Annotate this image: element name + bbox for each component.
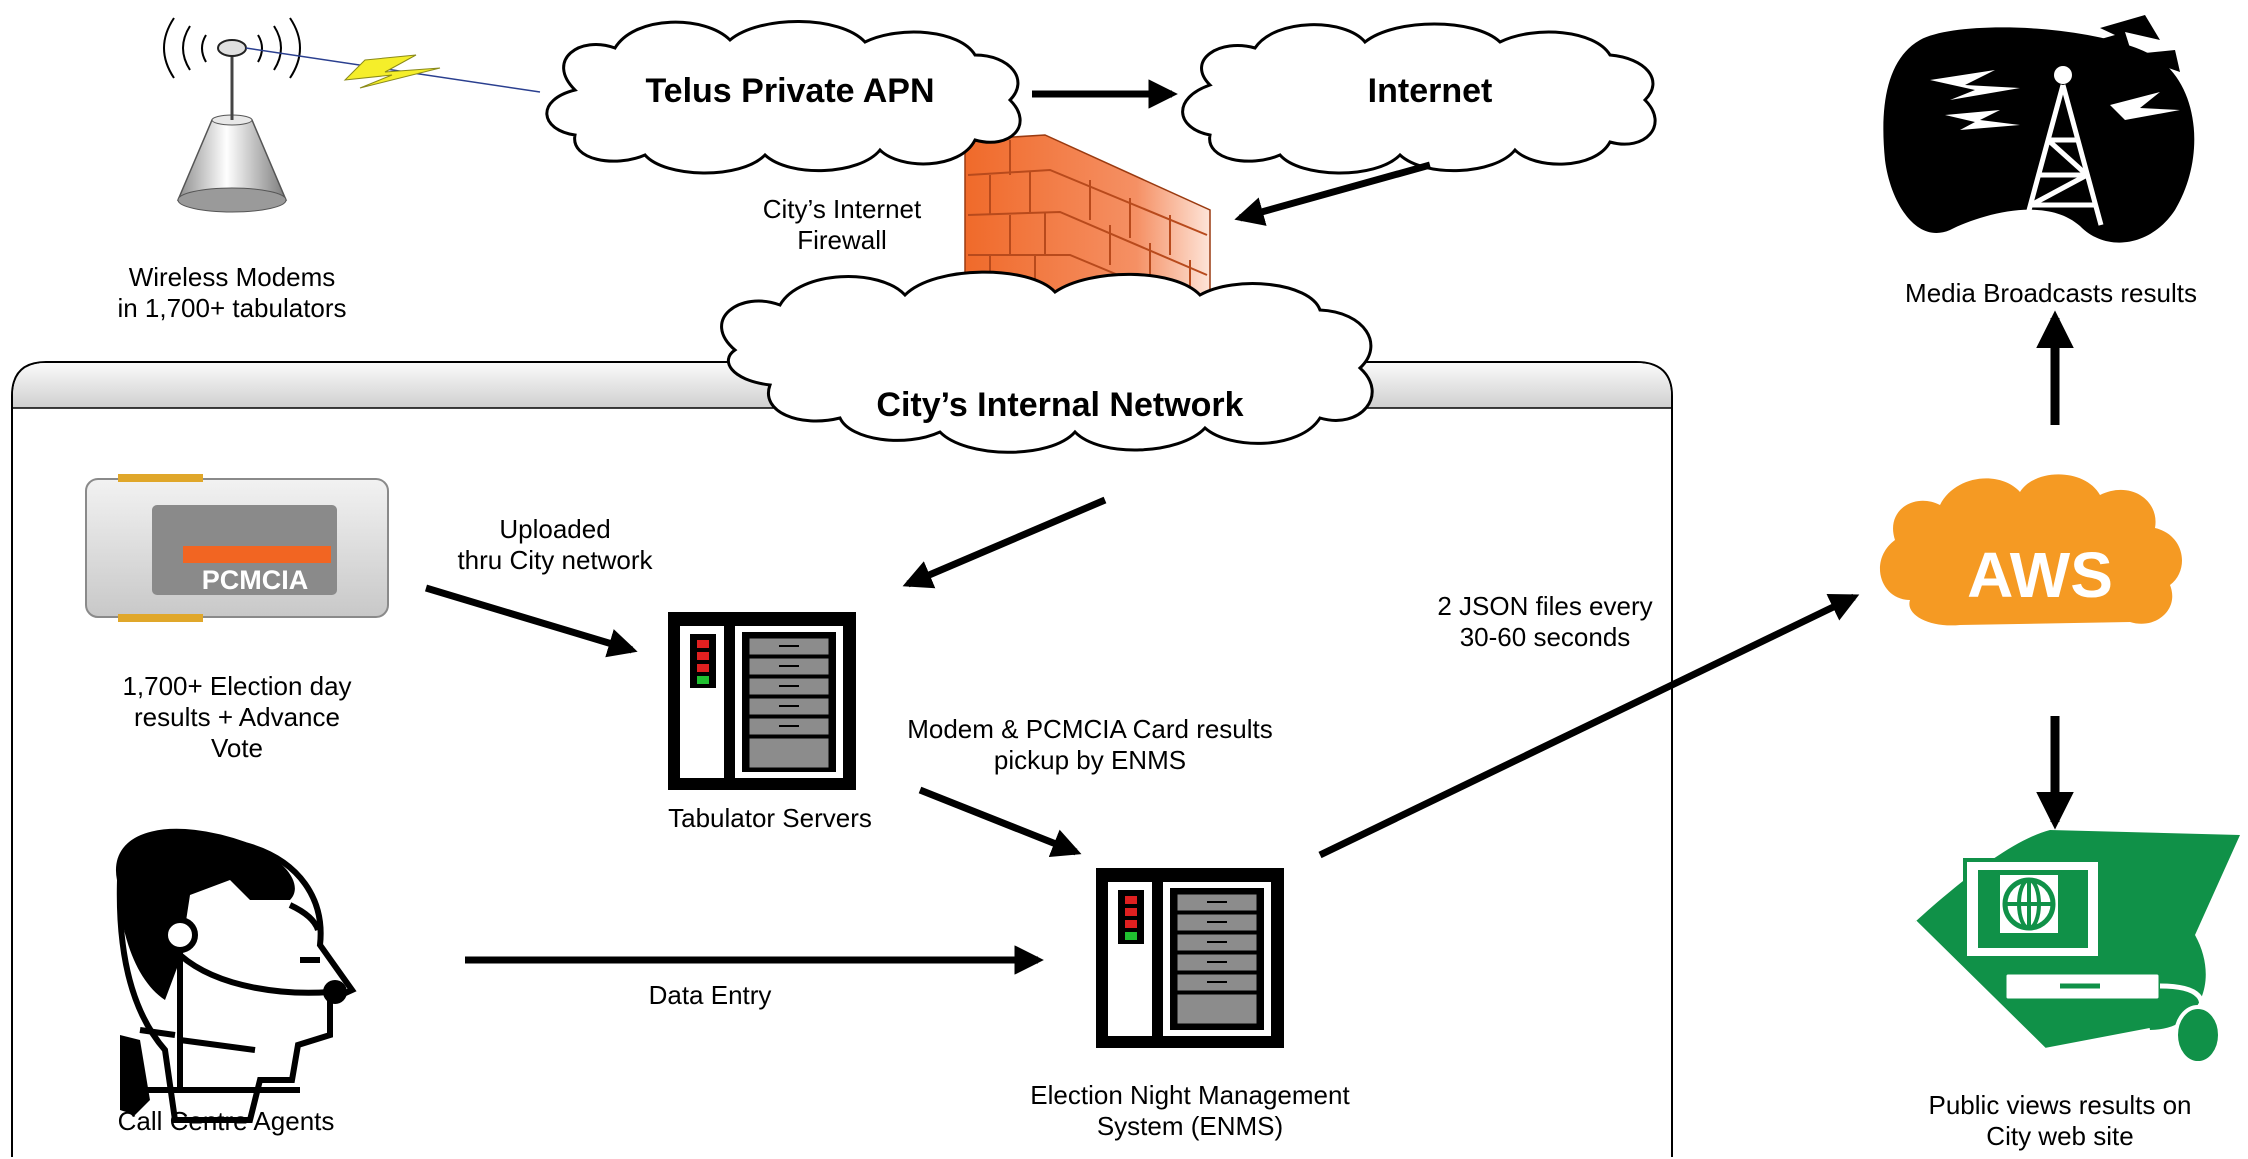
pcmcia-card-icon: [85, 474, 389, 622]
wireless-modem-icon: [163, 17, 541, 213]
arrow-enms-to-aws: [1318, 593, 1860, 859]
cloud-internal-label: City’s Internal Network: [876, 386, 1244, 424]
arrows: [424, 79, 2074, 975]
cloud-aws-label: AWS: [1967, 539, 2113, 611]
cloud-internet-label: Internet: [1367, 72, 1493, 110]
media-broadcast-icon: [1883, 15, 2195, 243]
call-centre-label: Call Centre Agents: [117, 1106, 335, 1136]
aws-cloud-icon: [1879, 474, 2182, 626]
cloud-telus-label: Telus Private APN: [645, 72, 935, 110]
arrow-internet-to-firewall: [1234, 161, 1431, 226]
tabulator-servers-label: Tabulator Servers: [668, 803, 872, 833]
internet-cloud: [1181, 22, 1657, 175]
public-web-icon: [1913, 830, 2240, 1065]
arrow-tabulator-to-enms: [918, 786, 1082, 857]
tabulator-server-icon: [668, 612, 856, 790]
telus-cloud: [545, 20, 1022, 175]
data-entry-label: Data Entry: [648, 980, 772, 1010]
enms-server-icon: [1096, 868, 1284, 1048]
call-centre-agent-icon: [115, 828, 357, 1123]
media-label: Media Broadcasts results: [1905, 278, 2197, 308]
pcmcia-card-label: PCMCIA: [201, 565, 309, 595]
internal-network-cloud: [720, 270, 1374, 454]
arrow-network-to-tabulator: [902, 496, 1107, 589]
arrow-pcmcia-to-tabulator: [424, 584, 638, 658]
